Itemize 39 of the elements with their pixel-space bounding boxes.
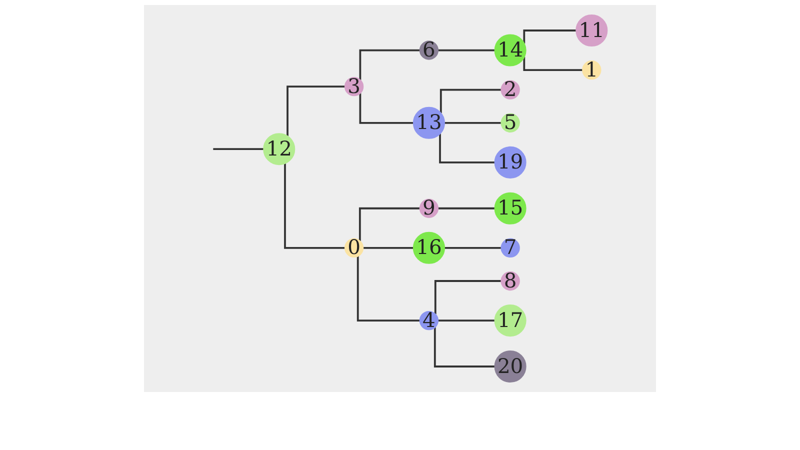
connector (443, 122, 502, 124)
chart-background: 12 3 6 14 11 1 13 2 5 19 0 9 15 16 7 4 8 17 20 (144, 5, 656, 392)
connector (523, 30, 576, 44)
connector (436, 207, 495, 210)
connector (436, 320, 495, 322)
node-circle (344, 238, 364, 258)
node-circle (494, 304, 526, 337)
node-circle (419, 198, 439, 218)
node-circle (494, 192, 526, 224)
node-circle (582, 60, 602, 80)
connector (284, 163, 346, 249)
node-circle (500, 113, 520, 132)
node-circle (494, 146, 526, 178)
node-circle (412, 106, 445, 139)
node-circle (500, 80, 520, 100)
connector (434, 327, 495, 368)
connector (436, 49, 495, 52)
node-circle (500, 238, 520, 258)
node-circle (494, 350, 526, 383)
connector (359, 49, 420, 80)
connector (286, 86, 346, 136)
node-circle (494, 34, 526, 66)
connector (356, 256, 420, 322)
connector (440, 88, 502, 114)
connector (443, 246, 502, 249)
node-circle (344, 76, 364, 96)
connector (359, 93, 414, 124)
node-circle (412, 232, 445, 264)
connector (439, 134, 495, 164)
connector (212, 148, 264, 150)
connector (523, 57, 583, 71)
connector (362, 246, 414, 249)
node-circle (500, 271, 520, 291)
node-circle (263, 133, 296, 166)
node-circle (419, 40, 439, 60)
node-circle (419, 310, 439, 330)
connector (358, 207, 420, 242)
connector (434, 280, 502, 314)
node-circle (576, 14, 608, 47)
